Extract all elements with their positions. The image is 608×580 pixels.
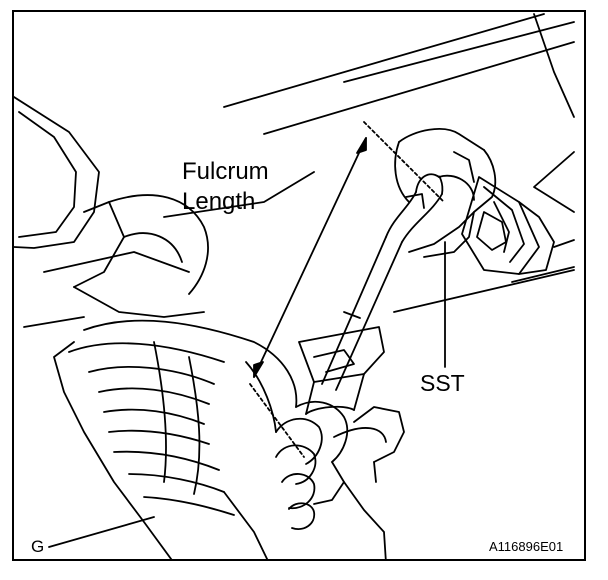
fulcrum-length-dimension (249, 121, 445, 458)
vehicle-body-lines (23, 13, 575, 328)
sst-adapter (394, 128, 555, 275)
corner-letter: G (31, 537, 45, 556)
nut (461, 176, 555, 275)
torque-wrench (298, 173, 444, 415)
hand (223, 361, 405, 559)
fulcrum-length-label: Fulcrum Length (182, 158, 269, 215)
illustration-frame: Fulcrum Length SST G A116896E01 (12, 10, 586, 561)
figure-code: A116896E01 (489, 539, 564, 554)
engine-housing (14, 96, 209, 318)
torque-wrench-illustration (14, 13, 575, 559)
floor-line (48, 516, 155, 548)
sst-label: SST (420, 370, 465, 396)
sleeve (53, 319, 298, 559)
